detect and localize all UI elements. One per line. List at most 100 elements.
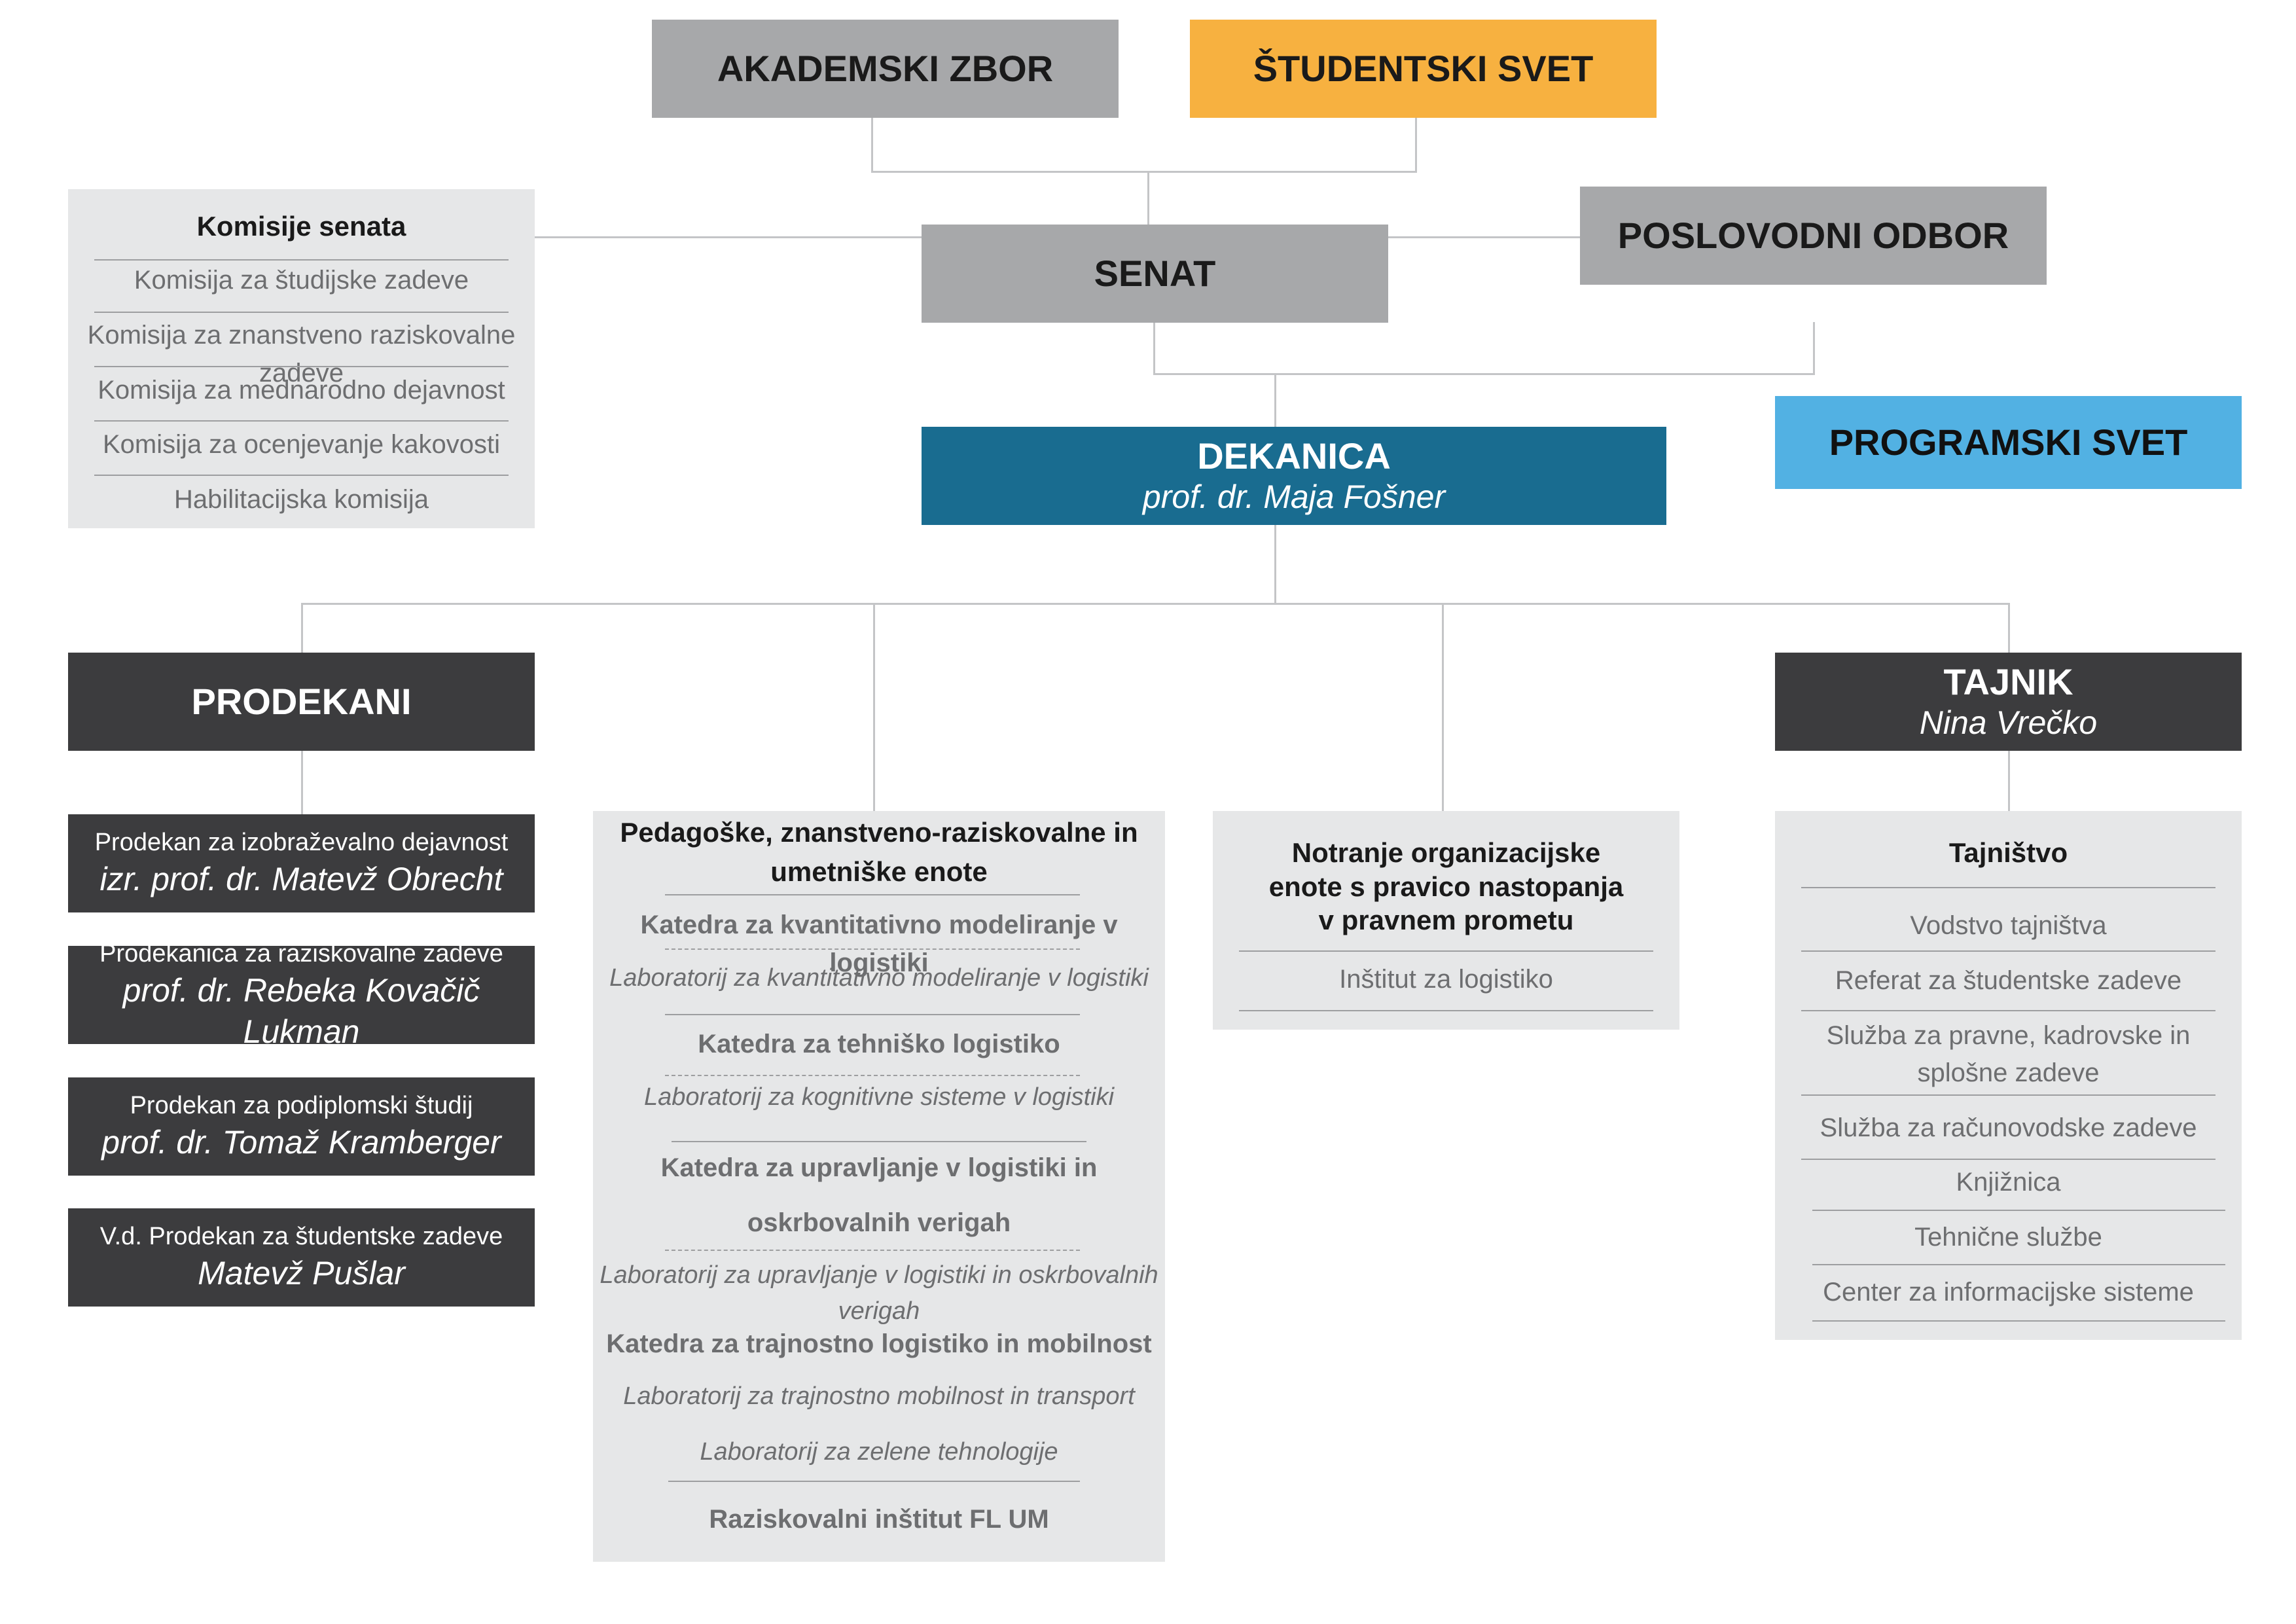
divider [1801,887,2215,888]
tajnistvo-item: Referat za študentske zadeve [1835,966,2182,995]
connector-line [1274,524,1276,605]
tajnistvo-item: Služba za pravne, kadrovske in [1826,1021,2191,1050]
connector-line [1274,374,1276,427]
dekanica-title: DEKANICA [1197,435,1391,477]
katedra-item: Katedra za trajnostno logistiko in mobil… [606,1329,1152,1358]
divider [94,475,509,476]
tajnistvo-item: Tehnične službe [1914,1223,2102,1252]
komisija-item: Habilitacijska komisija [173,485,429,514]
connector-line [1153,373,1815,375]
akademski-zbor-title: AKADEMSKI ZBOR [717,47,1054,89]
divider [1801,950,2215,952]
studentski-svet-box: ŠTUDENTSKI SVET [1190,20,1657,118]
prodekani-box: PRODEKANI [68,653,535,751]
notranje-enote-panel: Notranje organizacijske enote s pravico … [1213,811,1679,1030]
divider [1239,950,1653,952]
dashed-divider [665,948,1080,950]
divider [665,1014,1080,1015]
connector-line [871,118,873,172]
laboratorij-item: Laboratorij za zelene tehnologije [700,1438,1058,1466]
poslovodni-odbor-title: POSLOVODNI ODBOR [1617,214,2009,256]
komisija-item: Komisija za ocenjevanje kakovosti [103,430,500,459]
institut-item: Raziskovalni inštitut FL UM [709,1505,1049,1534]
komisija-item: Komisija za znanstveno raziskovalne zade… [87,321,516,388]
divider [1801,1159,2215,1160]
tajnistvo-item: splošne zadeve [1917,1058,2100,1087]
prodekan-name: izr. prof. dr. Matevž Obrecht [99,861,503,898]
connector-line [301,603,2010,605]
connector-line [1415,118,1417,172]
komisije-title: Komisije senata [196,211,406,242]
prodekani-title: PRODEKANI [191,680,412,722]
katedra-item: Katedra za tehniško logistiko [698,1030,1060,1058]
connector-line [871,171,1417,173]
divider [1239,1010,1653,1011]
dashed-divider [665,1075,1080,1076]
divider [1801,1010,2215,1011]
divider [94,420,509,422]
senat-box: SENAT [922,225,1388,323]
laboratorij-item: Laboratorij za kognitivne sisteme v logi… [643,1083,1115,1111]
divider [94,259,509,261]
notranje-title-line3: v pravnem prometu [1318,905,1574,935]
komisija-item: Komisija za študijske zadeve [134,266,469,295]
prodekan-name: Matevž Pušlar [198,1255,405,1292]
tajnik-box: TAJNIK Nina Vrečko [1775,653,2242,751]
connector-line [301,751,303,814]
laboratorij-item: Laboratorij za upravljanje v logistiki i… [600,1261,1158,1326]
prodekan-box: V.d. Prodekan za študentske zadeve Matev… [68,1208,535,1307]
enote-title-line2: umetniške enote [770,856,988,887]
divider [672,1141,1086,1142]
prodekan-box: Prodekan za podiplomski študij prof. dr.… [68,1077,535,1176]
laboratorij-item: Laboratorij za trajnostno mobilnost in t… [623,1382,1135,1410]
connector-line [873,603,875,811]
connector-line [1813,322,1815,374]
komisija-item: Komisija za mednarodno dejavnost [98,376,505,405]
poslovodni-odbor-box: POSLOVODNI ODBOR [1580,187,2047,285]
dekanica-box: DEKANICA prof. dr. Maja Fošner [922,427,1666,525]
laboratorij-item: Laboratorij za kvantitativno modeliranje… [609,964,1149,992]
divider [94,366,509,367]
divider [1812,1320,2225,1322]
divider [1812,1210,2225,1211]
divider [665,894,1080,895]
divider [1812,1264,2225,1265]
enote-title-line1: Pedagoške, znanstveno-raziskovalne in [620,817,1138,848]
divider [668,1481,1080,1482]
connector-line [533,236,923,238]
prodekan-role: V.d. Prodekan za študentske zadeve [99,1223,503,1251]
programski-svet-title: PROGRAMSKI SVET [1829,421,2188,463]
studentski-svet-title: ŠTUDENTSKI SVET [1253,47,1594,89]
akademski-zbor-box: AKADEMSKI ZBOR [652,20,1119,118]
divider [94,312,509,313]
tajnik-name: Nina Vrečko [1919,704,2098,742]
tajnistvo-item: Center za informacijske sisteme [1823,1278,2194,1307]
dekanica-name: prof. dr. Maja Fošner [1142,478,1446,516]
prodekan-role: Prodekan za izobraževalno dejavnost [94,829,509,857]
tajnistvo-item: Služba za računovodske zadeve [1820,1113,2197,1142]
tajnistvo-panel: Tajništvo Vodstvo tajništva Referat za š… [1775,811,2242,1340]
notranje-title-line1: Notranje organizacijske [1291,837,1601,868]
prodekan-name: prof. dr. Tomaž Kramberger [101,1124,501,1161]
prodekan-role: Prodekanica za raziskovalne zadeve [99,939,503,967]
dashed-divider [665,1250,1080,1251]
katedra-item: Katedra za upravljanje v logistiki in [660,1153,1098,1182]
connector-line [2008,603,2010,653]
tajnistvo-item: Knjižnica [1956,1168,2061,1197]
notranje-title-line2: enote s pravico nastopanja [1268,871,1624,902]
prodekan-box: Prodekan za izobraževalno dejavnost izr.… [68,814,535,912]
prodekan-box: Prodekanica za raziskovalne zadeve prof.… [68,940,535,1050]
connector-line [301,603,303,653]
prodekan-role: Prodekan za podiplomski študij [130,1092,473,1120]
divider [1801,1094,2215,1096]
connector-line [1147,171,1149,225]
katedra-item: oskrbovalnih verigah [747,1208,1011,1237]
connector-line [2008,751,2010,814]
tajnik-title: TAJNIK [1943,660,2073,702]
institut-logistika-item: Inštitut za logistiko [1339,965,1553,994]
tajnistvo-title: Tajništvo [1948,837,2068,868]
komisije-senata-panel: Komisije senata Komisija za študijske za… [68,189,535,528]
programski-svet-box: PROGRAMSKI SVET [1775,396,2242,489]
prodekan-name: prof. dr. Rebeka Kovačič Lukman [122,972,480,1050]
connector-line [1442,603,1444,811]
